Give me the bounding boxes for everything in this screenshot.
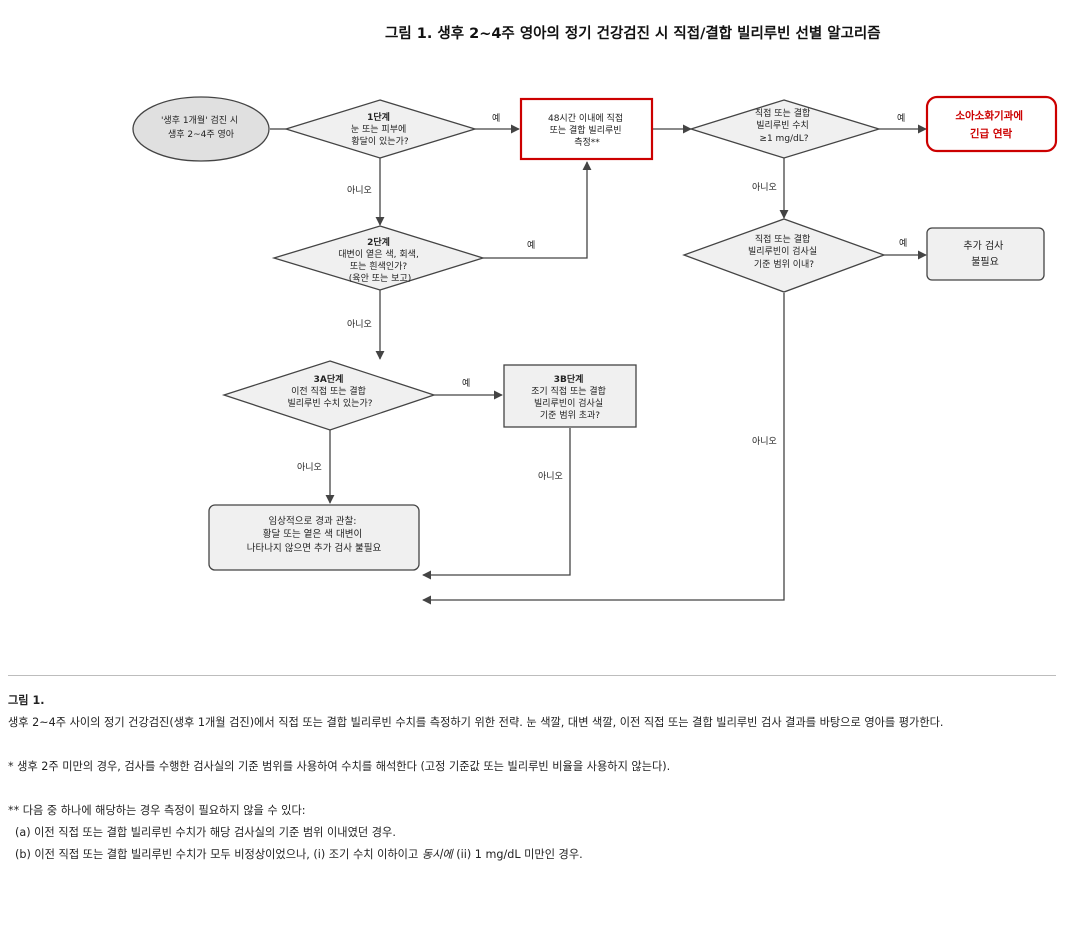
check1-text: 직접 또는 결합 빌리루빈 수치 ≥1 mg/dL? xyxy=(755,107,813,144)
observe-box xyxy=(208,504,420,571)
step1-text: 1단계 눈 또는 피부에 황달이 있는가? xyxy=(351,111,409,147)
start-text: '생후 1개월' 검진 시 생후 2~4주 영아 xyxy=(161,114,241,140)
no-test-box xyxy=(926,227,1045,281)
label-yes-check2: 예 xyxy=(899,238,907,249)
caption-note2a: (a) 이전 직접 또는 결합 빌리루빈 수치가 해당 검사실의 기준 범위 이… xyxy=(15,826,396,839)
caption-note2b-emphasis: 동시에 xyxy=(421,848,453,861)
step2-text: 2단계 대변이 옅은 색, 회색, 또는 흰색인가? (육안 또는 보고) xyxy=(338,236,421,284)
no-test-text: 추가 검사 불필요 xyxy=(963,240,1006,268)
step2-decision xyxy=(271,225,486,291)
edge-step2-measure xyxy=(483,161,592,259)
label-no-check1: 아니오 xyxy=(752,182,777,193)
caption-note1: * 생후 2주 미만의 경우, 검사를 수행한 검사실의 기준 범위를 사용하여… xyxy=(8,760,671,773)
step3b-box xyxy=(503,364,637,428)
urgent-text: 소아소화기과에 긴급 연락 xyxy=(955,109,1026,140)
label-yes-check1: 예 xyxy=(897,113,905,124)
label-no-check2: 아니오 xyxy=(752,436,777,447)
check2-text: 직접 또는 결합 빌리루빈이 검사실 기준 범위 이내? xyxy=(748,233,820,270)
flowchart: '생후 1개월' 검진 시 생후 2~4주 영아 1단계 눈 또는 피부에 황달… xyxy=(132,95,1058,605)
measure-box xyxy=(519,97,654,161)
divider xyxy=(8,675,1056,676)
measure-text: 48시간 이내에 직접 또는 결합 빌리루빈 측정** xyxy=(548,112,626,148)
label-yes-step3a: 예 xyxy=(462,378,470,389)
label-no-step2: 아니오 xyxy=(347,319,372,330)
label-no-step3a: 아니오 xyxy=(297,462,322,473)
caption: 그림 1. 생후 2~4주 사이의 정기 건강검진(생후 1개월 검진)에서 직… xyxy=(8,690,1058,866)
figure-title: 그림 1. 생후 2~4주 영아의 정기 건강검진 시 직접/결합 빌리루빈 선… xyxy=(385,26,881,42)
connectors xyxy=(270,124,927,605)
label-no-step3b: 아니오 xyxy=(538,471,563,482)
edge-check2-observe xyxy=(422,293,785,605)
step3a-decision xyxy=(221,360,437,431)
observe-text: 임상적으로 경과 관찰: 황달 또는 옅은 색 대변이 나타나지 않으면 추가 … xyxy=(247,515,382,554)
caption-body: 생후 2~4주 사이의 정기 건강검진(생후 1개월 검진)에서 직접 또는 결… xyxy=(8,716,944,729)
caption-heading: 그림 1. xyxy=(8,694,45,707)
caption-note2b: (b) 이전 직접 또는 결합 빌리루빈 수치가 모두 비정상이었으나, (i)… xyxy=(8,844,1058,866)
caption-note2b-pre: (b) 이전 직접 또는 결합 빌리루빈 수치가 모두 비정상이었으나, (i)… xyxy=(15,848,422,861)
caption-note2: ** 다음 중 하나에 해당하는 경우 측정이 필요하지 않을 수 있다: xyxy=(8,804,306,817)
step3a-text: 3A단계 이전 직접 또는 결합 빌리루빈 수치 있는가? xyxy=(287,373,372,409)
step3b-text: 3B단계 조기 직접 또는 결합 빌리루빈이 검사실 기준 범위 초과? xyxy=(531,373,609,421)
check2-decision xyxy=(682,218,886,293)
start-node xyxy=(132,96,270,162)
urgent-box xyxy=(925,95,1058,153)
label-yes-step1: 예 xyxy=(492,113,500,124)
step1-decision xyxy=(283,99,478,159)
edge-step3b-observe xyxy=(422,428,571,580)
label-yes-step2: 예 xyxy=(527,240,535,251)
check1-decision xyxy=(688,99,882,159)
label-no-step1: 아니오 xyxy=(347,185,372,196)
caption-note2b-post: (ii) 1 mg/dL 미만인 경우. xyxy=(452,848,583,861)
